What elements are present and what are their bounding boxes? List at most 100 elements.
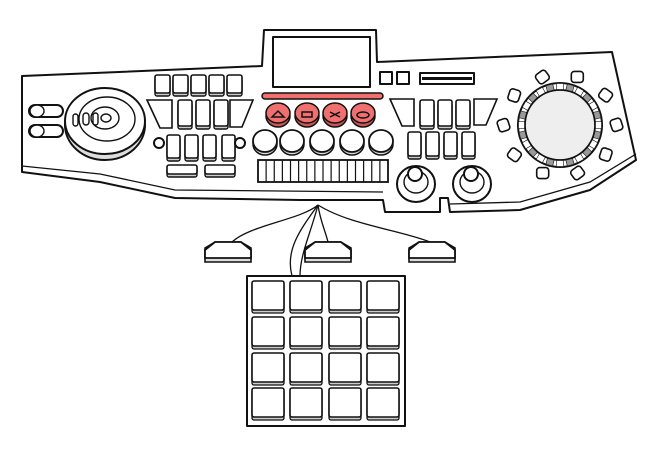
drum-pad[interactable]	[328, 387, 362, 421]
top-key[interactable]	[208, 74, 225, 97]
fader-key[interactable]	[166, 134, 181, 162]
fader-key[interactable]	[213, 99, 229, 130]
fader-key[interactable]	[437, 99, 453, 130]
top-key[interactable]	[226, 74, 243, 97]
circle-icon	[356, 111, 370, 119]
accent-led-bar	[261, 92, 384, 100]
toggle-switches[interactable]	[28, 104, 64, 138]
fader-key[interactable]	[425, 131, 440, 160]
drum-pad[interactable]	[366, 352, 400, 386]
drum-pad[interactable]	[366, 316, 400, 350]
ring-segment	[574, 153, 585, 164]
drum-pad[interactable]	[289, 316, 323, 350]
top-key[interactable]	[172, 74, 189, 97]
fader-key[interactable]	[461, 131, 476, 160]
drum-pad[interactable]	[251, 352, 285, 386]
ring-segment	[527, 92, 538, 103]
ring-segment	[521, 100, 532, 111]
fader-key[interactable]	[407, 131, 422, 160]
wide-key[interactable]	[166, 164, 198, 178]
ring-segment	[535, 86, 546, 97]
drum-pad[interactable]	[328, 280, 362, 314]
drum-pad[interactable]	[366, 280, 400, 314]
square-icon	[301, 111, 313, 118]
drum-pad[interactable]	[251, 316, 285, 350]
fader-key[interactable]	[195, 99, 211, 130]
jog-wheel-left[interactable]	[64, 87, 146, 161]
triangle-icon	[270, 109, 286, 118]
drum-pad[interactable]	[328, 352, 362, 386]
dial-pad-button[interactable]	[496, 117, 511, 133]
ring-segment	[565, 83, 575, 92]
card-slot	[419, 72, 475, 85]
fader-key[interactable]	[177, 99, 193, 130]
drum-pad[interactable]	[289, 352, 323, 386]
ring-segment	[588, 139, 599, 150]
ring-segment	[593, 130, 602, 140]
transport-button[interactable]	[265, 102, 291, 128]
fader-key[interactable]	[184, 134, 199, 162]
small-square-button[interactable]	[379, 71, 393, 85]
round-button[interactable]	[279, 129, 305, 156]
dial-pad-button[interactable]	[506, 147, 523, 163]
drum-pad[interactable]	[328, 316, 362, 350]
ring-segment	[545, 158, 555, 167]
top-key[interactable]	[154, 74, 171, 97]
drum-pad[interactable]	[366, 387, 400, 421]
foot-pedal[interactable]	[204, 241, 252, 263]
transport-button[interactable]	[294, 102, 320, 128]
small-round-button[interactable]	[153, 137, 165, 149]
display-screen	[272, 36, 371, 88]
dial-pad-button[interactable]	[597, 87, 614, 103]
ring-segment	[595, 121, 602, 129]
fader-key[interactable]	[202, 134, 217, 162]
drum-pad[interactable]	[251, 387, 285, 421]
ring-segment	[545, 83, 555, 92]
body-edge	[21, 153, 637, 205]
dial-pad-button[interactable]	[609, 117, 624, 133]
ring-segment	[518, 110, 527, 120]
ring-segment	[527, 147, 538, 158]
round-button[interactable]	[252, 129, 278, 156]
ring-segment	[565, 158, 575, 167]
knob-left[interactable]	[396, 165, 436, 203]
dial-pad-button[interactable]	[534, 69, 551, 85]
transport-button[interactable]	[322, 102, 348, 128]
round-button[interactable]	[368, 129, 394, 156]
drum-pad[interactable]	[289, 387, 323, 421]
dial-pad-button[interactable]	[507, 88, 522, 103]
trapezoid-key[interactable]	[229, 99, 255, 128]
drum-pad[interactable]	[289, 280, 323, 314]
ring-segment	[588, 100, 599, 111]
drum-pad[interactable]	[251, 280, 285, 314]
ring-segment	[518, 130, 527, 140]
ring-segment	[574, 86, 585, 97]
jog-wheel-right[interactable]	[517, 82, 603, 168]
trapezoid-key[interactable]	[145, 99, 173, 129]
small-round-button[interactable]	[234, 137, 246, 149]
trapezoid-key[interactable]	[388, 98, 415, 127]
dial-pad-button[interactable]	[569, 165, 586, 181]
ring-segment	[556, 160, 564, 167]
round-button[interactable]	[339, 129, 365, 156]
foot-pedal[interactable]	[408, 241, 456, 263]
ring-segment	[518, 121, 525, 129]
dial-pad-button[interactable]	[535, 166, 550, 180]
trapezoid-key[interactable]	[473, 98, 499, 126]
round-button[interactable]	[309, 129, 335, 156]
foot-pedal[interactable]	[304, 241, 352, 263]
ring-segment	[521, 139, 532, 150]
fader-key[interactable]	[443, 131, 458, 160]
fader-key[interactable]	[455, 99, 471, 130]
dial-pad-button[interactable]	[570, 70, 585, 84]
dial-pad-button[interactable]	[598, 147, 613, 162]
ring-segment	[556, 83, 564, 90]
wide-key[interactable]	[204, 164, 236, 178]
small-square-button[interactable]	[396, 71, 410, 85]
knob-right[interactable]	[452, 165, 492, 203]
fader-key[interactable]	[419, 99, 435, 130]
top-key[interactable]	[190, 74, 207, 97]
ring-segment	[582, 92, 593, 103]
transport-button[interactable]	[350, 102, 376, 128]
fader-key[interactable]	[221, 134, 236, 162]
